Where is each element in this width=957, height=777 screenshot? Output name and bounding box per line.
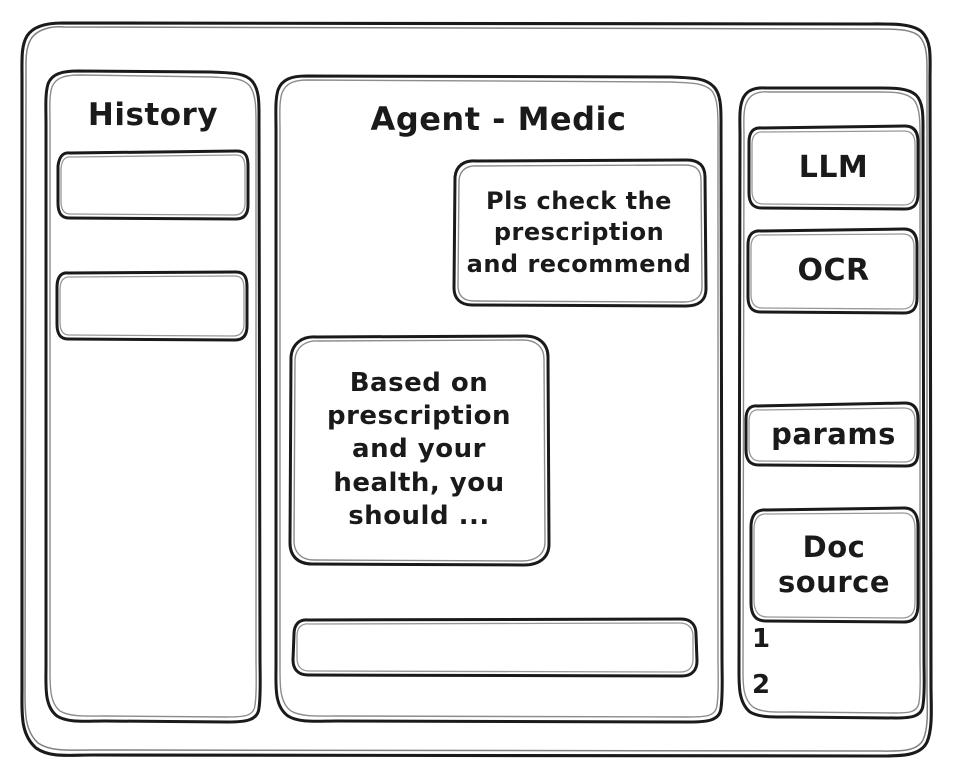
doc-source-item[interactable]: 1	[752, 624, 771, 654]
history-title: History	[87, 97, 219, 133]
doc-source-item[interactable]: 2	[752, 670, 771, 700]
user-message-bubble: Pls check the prescription and recommend	[466, 187, 692, 278]
tool-button-llm[interactable]: LLM	[798, 149, 869, 185]
history-panel	[46, 70, 260, 722]
message-input[interactable]	[293, 618, 697, 676]
assistant-message-bubble: Based on prescription and your health, y…	[326, 367, 511, 531]
doc-source-box[interactable]: Doc source	[778, 529, 890, 599]
tool-button-ocr[interactable]: OCR	[797, 253, 870, 288]
tool-button-params[interactable]: params	[771, 417, 896, 451]
page-title: Agent - Medic	[370, 100, 627, 138]
